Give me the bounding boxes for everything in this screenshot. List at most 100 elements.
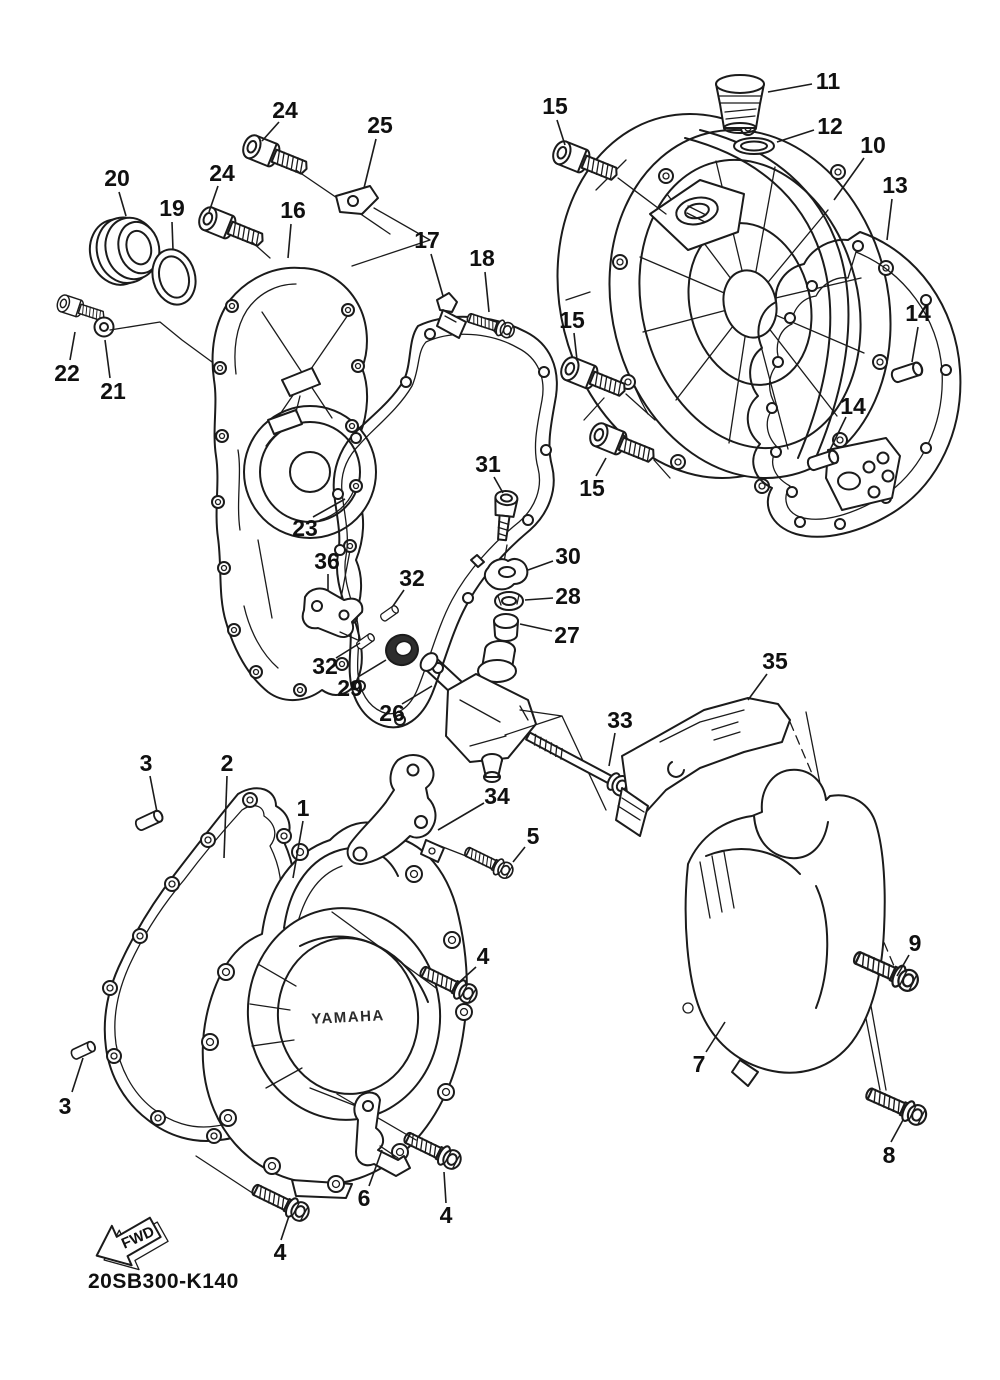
callout-line-32: [335, 642, 361, 659]
generator-cover-group: YAMAHA: [69, 754, 517, 1226]
bolt-24-lower: [194, 203, 269, 253]
callout-line-20: [118, 191, 127, 217]
callout-14: 14: [840, 393, 866, 419]
callout-line-4: [454, 966, 477, 987]
callout-line-3: [149, 775, 158, 813]
callout-3: 3: [140, 750, 153, 776]
callout-31: 31: [475, 451, 501, 477]
callout-20: 20: [104, 165, 130, 191]
callout-28: 28: [555, 583, 581, 609]
callout-layer: 1233444567891011121314141515151617181920…: [54, 68, 931, 1265]
bolt-8: [861, 1082, 931, 1130]
callout-15: 15: [579, 475, 605, 501]
dowel-pin-3-bottom: [69, 1039, 98, 1062]
callout-35: 35: [762, 648, 788, 674]
callout-line-4: [280, 1215, 290, 1241]
callout-12: 12: [817, 113, 843, 139]
callout-line-12: [776, 129, 815, 143]
callout-26: 26: [379, 700, 405, 726]
callout-21: 21: [100, 378, 126, 404]
crankcase-cover-2-group: [54, 131, 558, 729]
callout-line-14: [911, 326, 919, 363]
callout-18: 18: [469, 245, 495, 271]
generator-cover-1: YAMAHA: [201, 821, 473, 1199]
callout-line-8: [890, 1119, 904, 1143]
pin-32-upper: [378, 603, 401, 623]
callout-16: 16: [280, 197, 306, 223]
callout-4: 4: [274, 1239, 287, 1265]
callout-4: 4: [477, 943, 490, 969]
crankcase-cover-7: [682, 768, 886, 1087]
callout-line-15: [595, 457, 607, 477]
callout-line-19: [171, 221, 174, 251]
callout-7: 7: [693, 1051, 706, 1077]
callout-line-25: [363, 138, 377, 189]
bolt-31: [494, 489, 519, 542]
oil-pump-26: [419, 640, 537, 783]
callout-line-28: [524, 597, 554, 601]
callout-22: 22: [54, 360, 80, 386]
bolt-4-bottom-right: [399, 1126, 466, 1174]
callout-13: 13: [882, 172, 908, 198]
callout-9: 9: [909, 930, 922, 956]
oil-plug-20: [88, 216, 161, 286]
callout-line-1: [292, 820, 304, 879]
cable-holder-6: [353, 1091, 411, 1177]
callout-1: 1: [297, 795, 310, 821]
callout-line-32: [392, 589, 405, 607]
callout-6: 6: [358, 1185, 371, 1211]
callout-34: 34: [484, 783, 510, 809]
callout-line-13: [886, 198, 893, 241]
yamaha-logo: YAMAHA: [311, 1007, 385, 1028]
callout-5: 5: [527, 823, 540, 849]
callout-33: 33: [607, 707, 633, 733]
callout-line-7: [705, 1021, 726, 1053]
callout-15: 15: [559, 307, 585, 333]
dowel-pin-14-upper: [889, 360, 925, 385]
bolt-33: [525, 731, 632, 797]
collar-27: [493, 613, 519, 642]
callout-25: 25: [367, 112, 393, 138]
callout-24: 24: [272, 97, 298, 123]
stay-35: [615, 697, 791, 837]
callout-line-18: [484, 271, 490, 313]
callout-line-9: [896, 954, 910, 977]
callout-line-29: [357, 659, 387, 678]
callout-4: 4: [440, 1202, 453, 1228]
callout-8: 8: [883, 1142, 896, 1168]
callout-3: 3: [59, 1093, 72, 1119]
callout-30: 30: [555, 543, 581, 569]
callout-line-27: [519, 623, 553, 632]
callout-line-11: [767, 83, 813, 93]
o-ring-12: [733, 137, 775, 155]
callout-15: 15: [542, 93, 568, 119]
callout-14: 14: [905, 300, 931, 326]
callout-line-24: [261, 121, 280, 142]
callout-10: 10: [860, 132, 886, 158]
washer-21: [93, 316, 115, 338]
callout-19: 19: [159, 195, 185, 221]
callout-line-14: [829, 416, 847, 451]
oil-pump-group: [301, 489, 632, 811]
callout-32: 32: [399, 565, 425, 591]
callout-line-3: [71, 1057, 84, 1093]
callout-line-23: [312, 498, 346, 518]
callout-line-2: [223, 775, 228, 859]
seal-28: [494, 591, 524, 611]
callout-line-15: [573, 332, 578, 361]
plate-30: [470, 554, 529, 591]
callout-23: 23: [292, 515, 318, 541]
part-code: 20SB300-K140: [88, 1270, 239, 1293]
callout-line-30: [527, 560, 554, 571]
gasket-13: [746, 231, 962, 538]
oil-filler-cap-11: [715, 74, 765, 134]
plate-25: [335, 185, 431, 267]
callout-11: 11: [816, 68, 841, 94]
callout-36: 36: [314, 548, 340, 574]
o-ring-19: [151, 248, 197, 306]
callout-29: 29: [337, 675, 363, 701]
callout-17: 17: [414, 227, 440, 253]
clutch-cover-group: [548, 74, 962, 538]
callout-line-15: [556, 119, 566, 146]
callout-27: 27: [554, 622, 580, 648]
